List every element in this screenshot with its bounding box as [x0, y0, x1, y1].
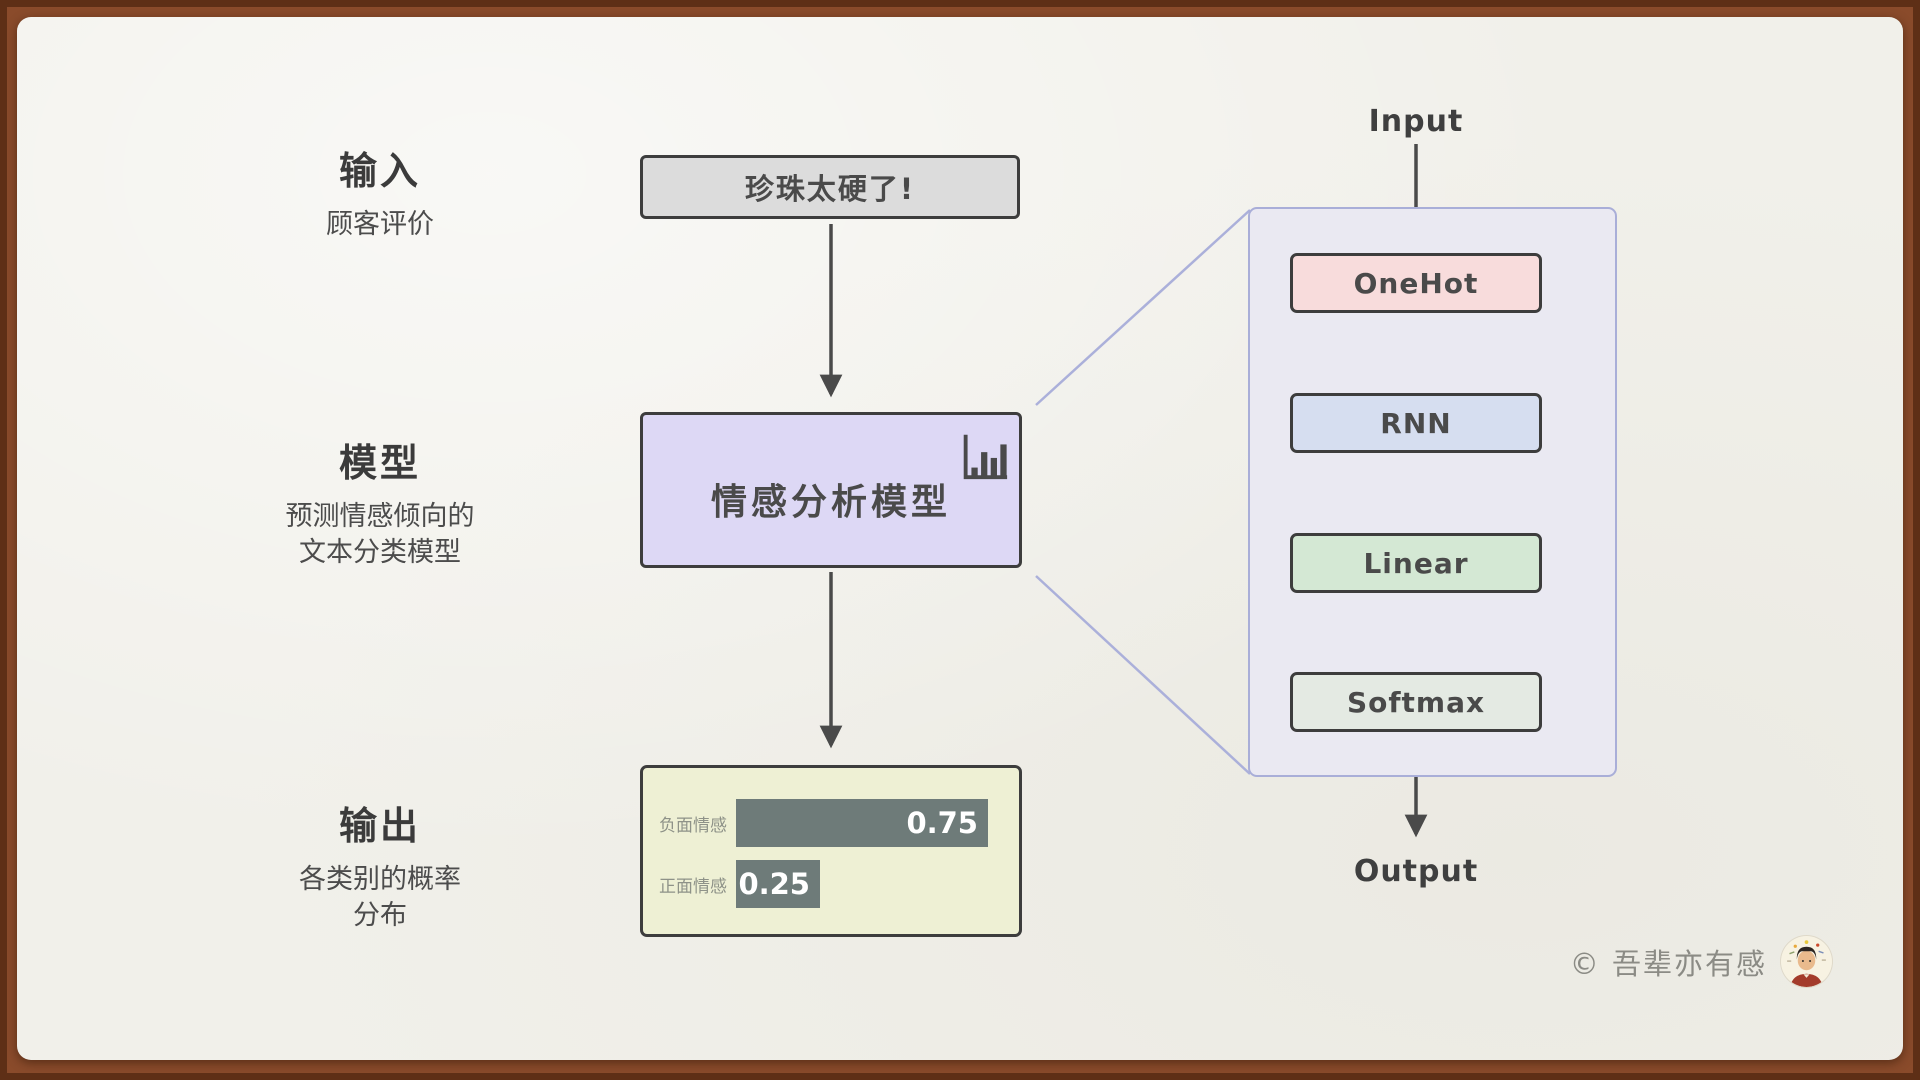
- layer-label: Linear: [1363, 546, 1469, 580]
- copyright-text: © 吾辈亦有感: [1569, 946, 1767, 981]
- sentiment-model-box[interactable]: 情感分析模型: [640, 412, 1022, 568]
- layer-box-linear[interactable]: Linear: [1290, 533, 1542, 593]
- probability-value: 0.25: [738, 867, 810, 901]
- layer-box-softmax[interactable]: Softmax: [1290, 672, 1542, 732]
- input-stage-subtitle: 顾客评价: [326, 209, 434, 240]
- label-group-model: 模型 预测情感倾向的 文本分类模型: [210, 432, 550, 570]
- input-stage-title: 输入: [338, 149, 421, 193]
- probability-row: 正面情感 0.25: [659, 860, 1005, 908]
- layer-label: Softmax: [1346, 685, 1486, 719]
- model-stage-title: 模型: [338, 441, 421, 485]
- layer-label: RNN: [1380, 406, 1452, 440]
- output-stage-subtitle: 各类别的概率 分布: [299, 864, 461, 931]
- layer-label: OneHot: [1353, 266, 1479, 300]
- label-group-input: 输入 顾客评价: [210, 140, 550, 243]
- panel-output-label: Output: [1353, 854, 1479, 889]
- sentiment-model-label: 情感分析模型: [710, 482, 951, 523]
- panel-input-label: Input: [1368, 104, 1464, 139]
- probability-bar: 0.75: [736, 799, 988, 847]
- model-stage-subtitle: 预测情感倾向的 文本分类模型: [285, 501, 475, 568]
- probability-label: 正面情感: [659, 876, 727, 897]
- output-stage-title: 输出: [338, 804, 421, 848]
- probability-bar: 0.25: [736, 860, 820, 908]
- customer-review-text: 珍珠太硬了!: [744, 172, 916, 206]
- layer-box-onehot[interactable]: OneHot: [1290, 253, 1542, 313]
- avatar-illustration: [1781, 936, 1832, 987]
- footer: © 吾辈亦有感: [1570, 936, 1832, 987]
- probability-value: 0.75: [906, 806, 978, 840]
- probability-output-box: 负面情感 0.75 正面情感 0.25: [640, 765, 1022, 937]
- label-group-output: 输出 各类别的概率 分布: [210, 795, 550, 933]
- probability-label: 负面情感: [659, 815, 727, 836]
- layer-box-rnn[interactable]: RNN: [1290, 393, 1542, 453]
- bar-chart-icon: [963, 434, 1008, 480]
- customer-review-box: 珍珠太硬了!: [640, 155, 1020, 219]
- author-avatar: [1781, 936, 1832, 987]
- probability-row: 负面情感 0.75: [659, 799, 1005, 847]
